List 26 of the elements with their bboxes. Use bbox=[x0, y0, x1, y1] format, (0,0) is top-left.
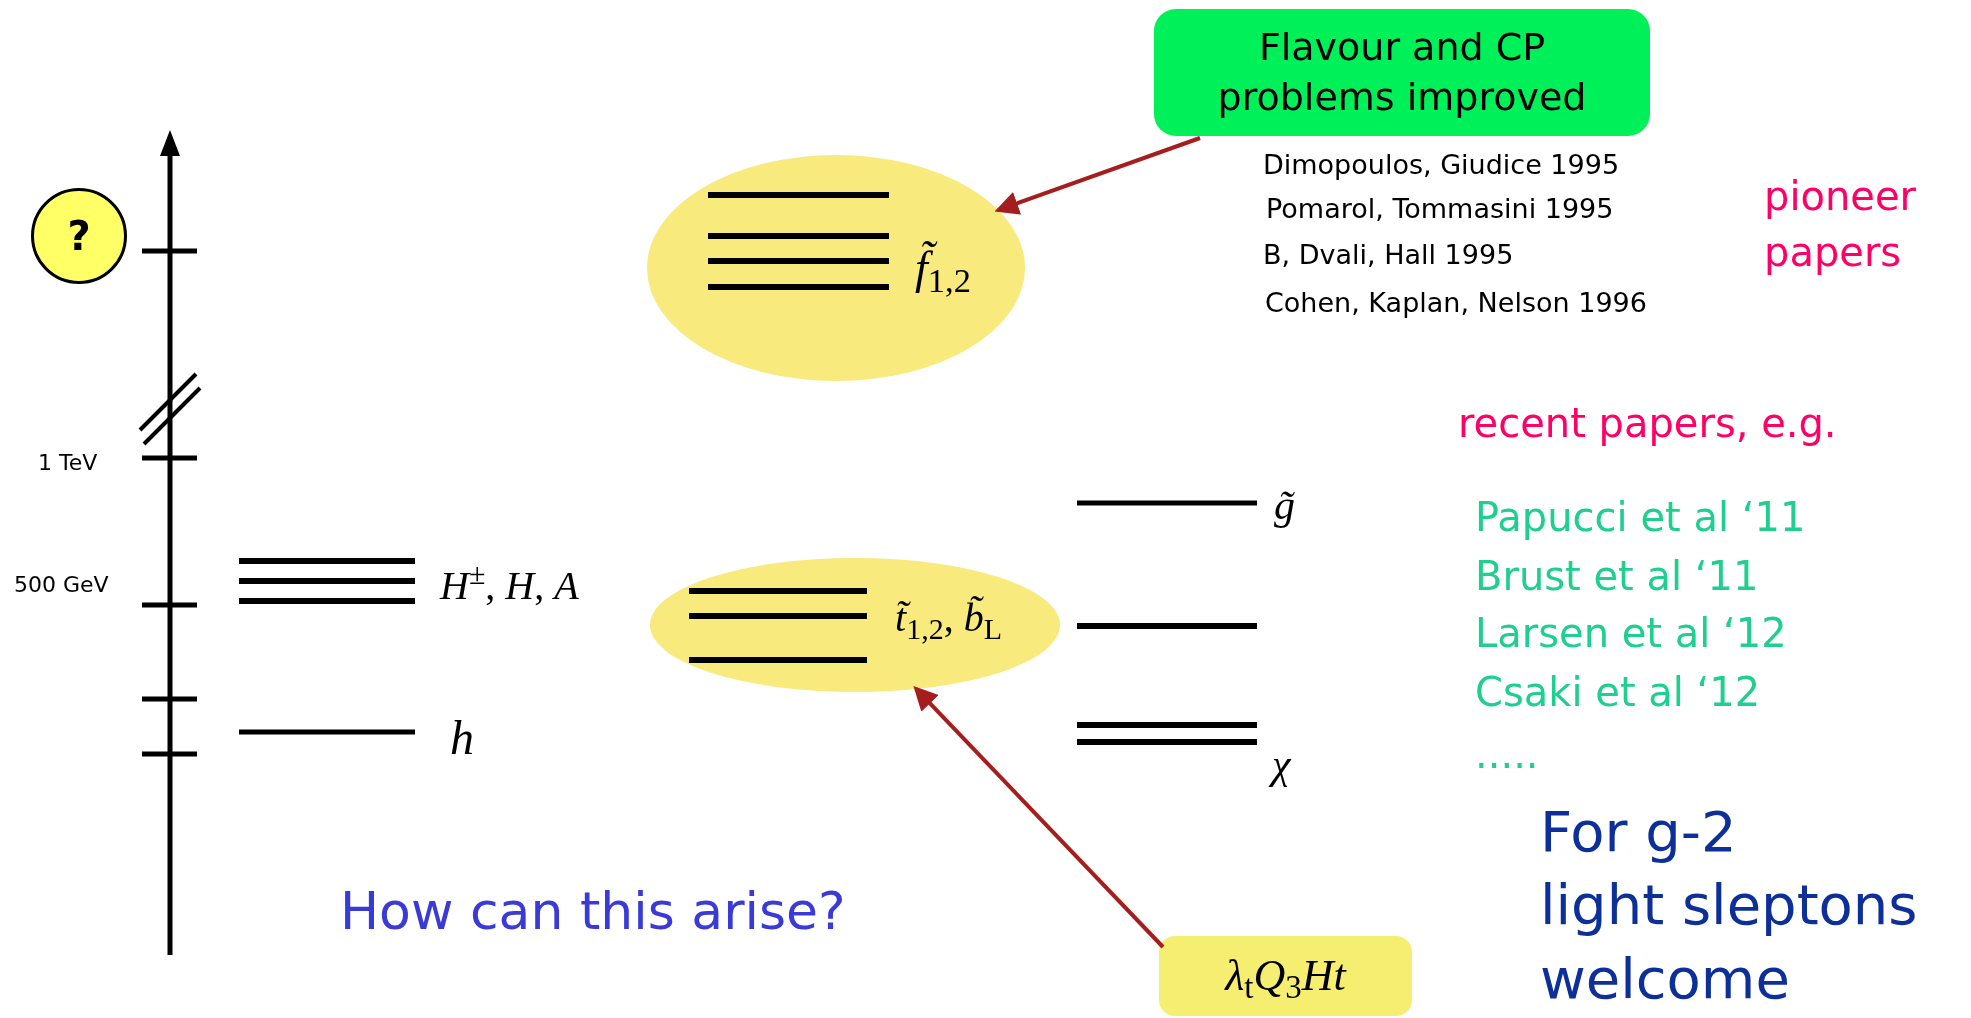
node-text: Flavour and CP problems improved bbox=[1216, 24, 1588, 121]
reference-text: Larsen et al ‘12 bbox=[1475, 609, 1787, 658]
reference-text: Cohen, Kaplan, Nelson 1996 bbox=[1265, 286, 1647, 320]
note-text: light sleptons welcome bbox=[1540, 871, 1919, 1013]
particle-label: g̃ bbox=[1274, 481, 1295, 530]
particle-label: h bbox=[450, 710, 474, 766]
callout-box bbox=[1154, 9, 1650, 136]
note-text: pioneer papers bbox=[1764, 172, 1917, 277]
particle-label: H$^{±}$, H, A bbox=[440, 556, 579, 610]
arrow bbox=[913, 686, 1165, 949]
reference-text: Papucci et al ‘11 bbox=[1475, 493, 1806, 542]
ellipsis-text: ..... bbox=[1475, 730, 1539, 779]
question-text: How can this arise? bbox=[340, 880, 846, 943]
reference-text: Brust et al ‘11 bbox=[1475, 552, 1759, 601]
arrow bbox=[994, 136, 1201, 215]
reference-text: Csaki et al ‘12 bbox=[1475, 668, 1761, 717]
reference-text: B, Dvali, Hall 1995 bbox=[1263, 238, 1514, 272]
reference-text: Dimopoulos, Giudice 1995 bbox=[1263, 148, 1620, 182]
axis-label: 1 TeV bbox=[38, 449, 98, 477]
axis-label: 500 GeV bbox=[14, 571, 109, 599]
note-text: recent papers, e.g. bbox=[1458, 399, 1837, 448]
note-text: For g-2 bbox=[1540, 798, 1737, 866]
node-text: ? bbox=[67, 212, 91, 261]
reference-text: Pomarol, Tommasini 1995 bbox=[1266, 192, 1614, 226]
node-text: λ$_{t}$Q$_{3}$Ht bbox=[1225, 951, 1346, 1001]
term-box bbox=[1159, 936, 1412, 1016]
